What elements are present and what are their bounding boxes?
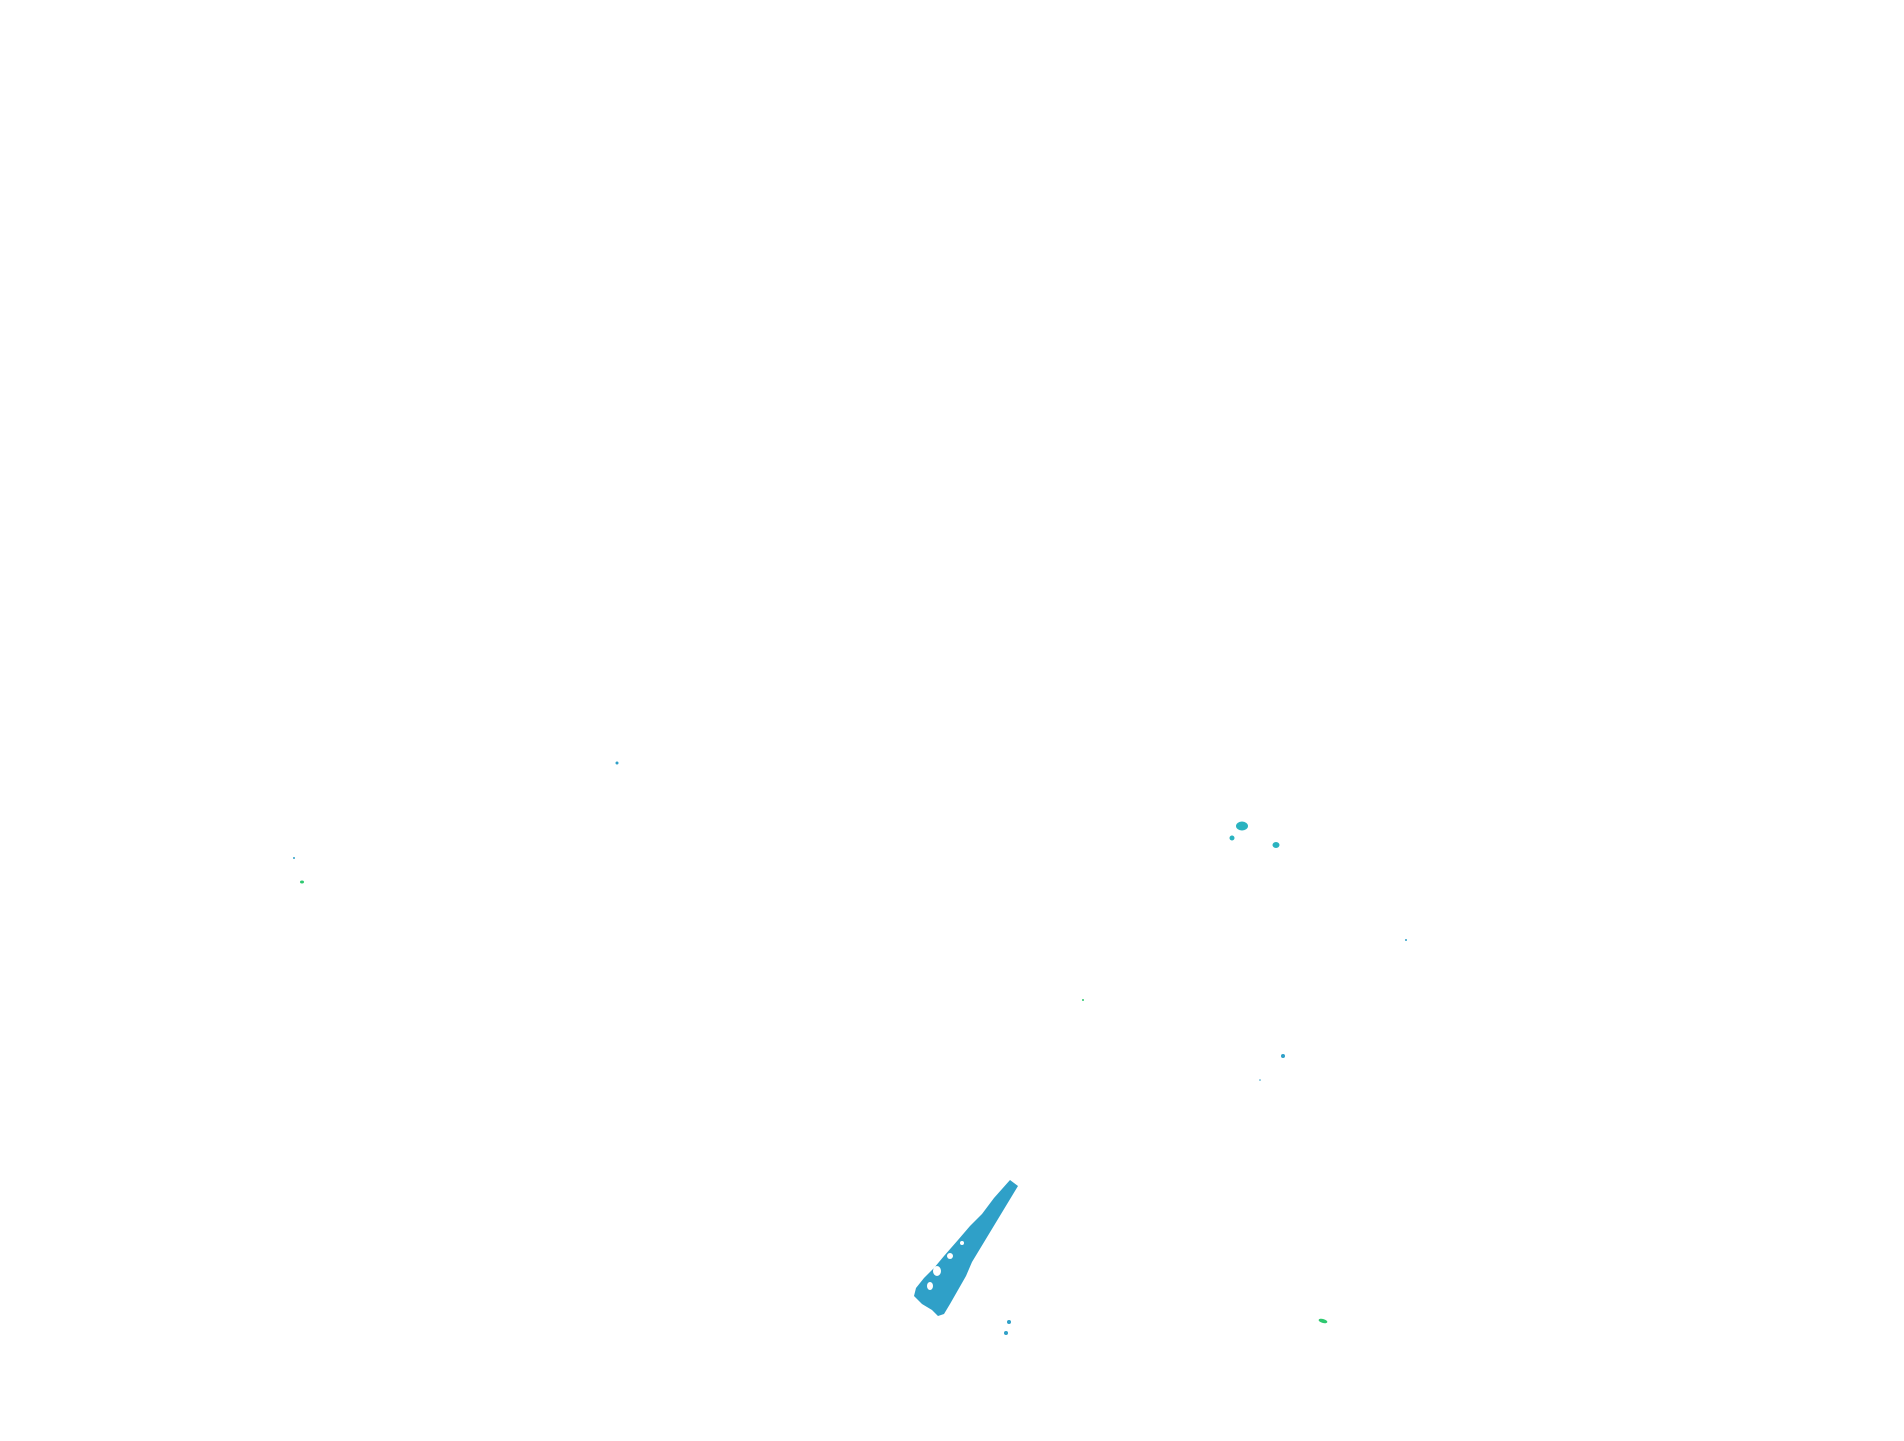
- streak-hole: [960, 1241, 964, 1245]
- teal-dot: [1272, 842, 1280, 848]
- streak-hole: [947, 1253, 953, 1259]
- green-fleck: [1318, 1318, 1328, 1324]
- green-speck: [300, 880, 304, 884]
- teal-dot: [1229, 835, 1235, 841]
- streak-hole: [927, 1282, 933, 1290]
- green-speck: [1082, 999, 1084, 1001]
- blue-speck: [615, 761, 619, 765]
- blue-speck: [293, 857, 295, 859]
- blue-speck: [1405, 939, 1407, 941]
- blue-dot: [1007, 1320, 1011, 1324]
- blue-dot: [1004, 1331, 1008, 1335]
- blue-speck: [1281, 1054, 1285, 1058]
- streak-hole: [933, 1266, 941, 1276]
- blue-speck: [1259, 1079, 1261, 1081]
- teal-cluster-blob: [1236, 821, 1248, 831]
- large-blue-streak: [914, 1180, 1018, 1316]
